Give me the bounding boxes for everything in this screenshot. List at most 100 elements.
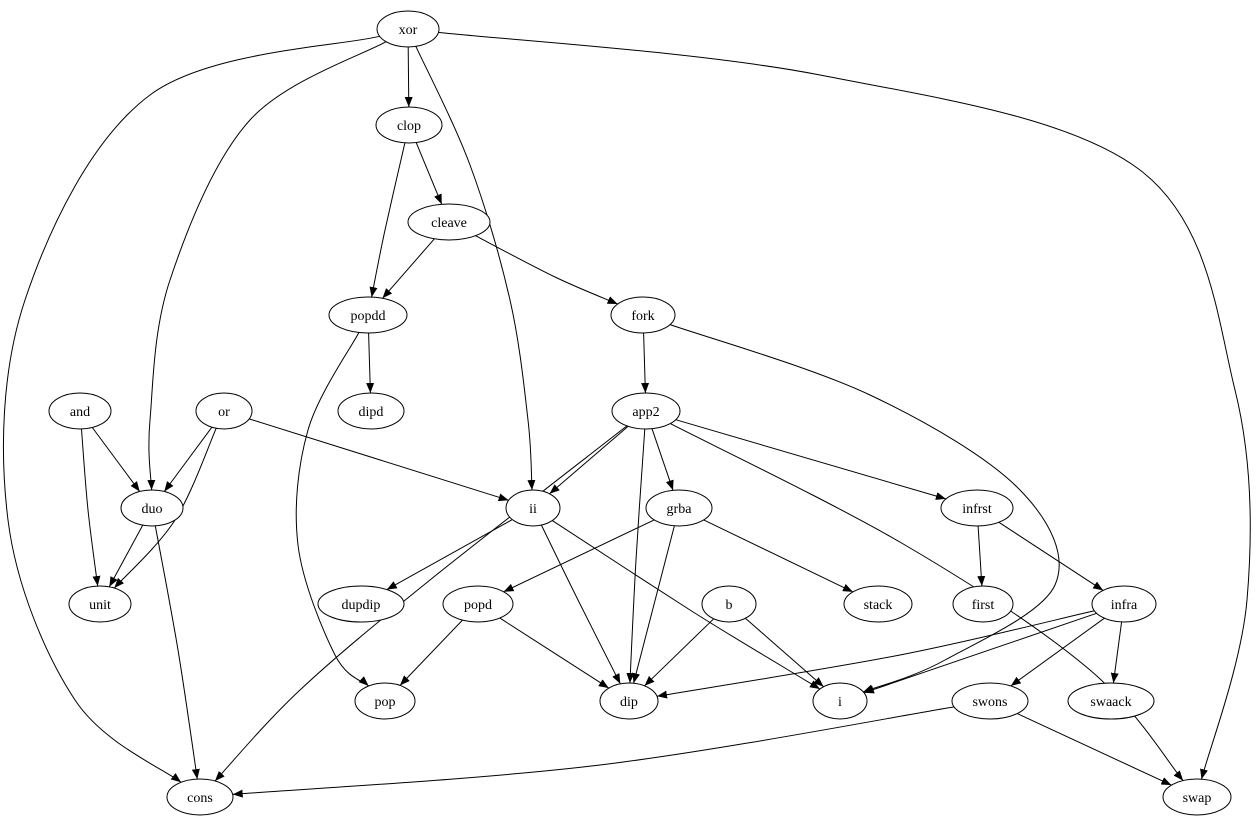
- node-first-shape: [952, 585, 1014, 623]
- node-xor-label: xor: [399, 23, 418, 38]
- node-app2: app2: [611, 392, 681, 430]
- edge-infrst-first: [977, 525, 986, 587]
- node-b-shape: [701, 585, 757, 623]
- node-fork-label: fork: [631, 309, 654, 324]
- edge-and-duo: [91, 427, 141, 492]
- node-cleave: cleave: [407, 203, 491, 241]
- edge-swons-cons: [232, 706, 955, 798]
- node-dip-shape: [599, 682, 659, 720]
- node-clop: clop: [375, 106, 443, 144]
- edge-xor-clop: [404, 46, 413, 108]
- node-cons-shape: [166, 778, 234, 816]
- edge-xor-ii: [415, 46, 536, 491]
- edge-infra-i: [863, 612, 1097, 694]
- edge-duo-unit: [108, 524, 144, 588]
- node-ii-label: ii: [529, 502, 537, 517]
- edge-popd-pop: [399, 619, 463, 686]
- node-popdd-shape: [328, 296, 408, 334]
- node-unit: unit: [68, 585, 132, 623]
- node-and-label: and: [70, 405, 90, 420]
- node-grba-shape: [645, 489, 713, 527]
- edge-infrst-infra: [998, 521, 1104, 591]
- edge-app2-dip: [626, 428, 646, 684]
- node-duo-shape: [120, 489, 184, 527]
- node-or: or: [195, 392, 253, 430]
- edge-or-duo: [163, 426, 213, 492]
- node-stack: stack: [843, 585, 913, 623]
- edge-b-dip: [644, 618, 715, 687]
- node-dupdip: dupdip: [317, 585, 405, 623]
- node-cleave-shape: [407, 203, 491, 241]
- node-ii-shape: [505, 489, 561, 527]
- node-i: i: [812, 682, 868, 720]
- edge-ii-dupdip: [386, 519, 513, 591]
- edge-xor-duo: [147, 41, 387, 491]
- node-infra: infra: [1091, 585, 1157, 623]
- node-app2-shape: [611, 392, 681, 430]
- node-infra-label: infra: [1111, 598, 1138, 613]
- edge-xor-cons: [2, 35, 380, 783]
- node-dupdip-label: dupdip: [342, 598, 381, 613]
- node-or-shape: [195, 392, 253, 430]
- node-infrst-shape: [940, 489, 1014, 527]
- edge-fork-app2: [641, 332, 650, 394]
- edge-infra-swaack: [1110, 621, 1123, 684]
- edge-infra-swons: [1010, 617, 1105, 687]
- node-popd-shape: [442, 585, 514, 623]
- edge-ii-i: [552, 520, 821, 690]
- node-or-label: or: [218, 405, 230, 420]
- node-popd: popd: [442, 585, 514, 623]
- node-pop-label: pop: [375, 695, 396, 710]
- node-popdd: popdd: [328, 296, 408, 334]
- node-and-shape: [48, 392, 112, 430]
- edge-ii-dip: [540, 524, 621, 685]
- edge-grba-stack: [703, 519, 854, 593]
- edge-app2-cons: [214, 425, 628, 782]
- edge-b-i: [745, 617, 824, 688]
- edge-grba-dip: [632, 525, 675, 684]
- node-dupdip-shape: [317, 585, 405, 623]
- edge-popd-dip: [499, 617, 610, 689]
- node-swons: swons: [951, 682, 1029, 720]
- node-duo-label: duo: [142, 502, 163, 517]
- node-swap-shape: [1162, 778, 1232, 816]
- edge-and-unit: [81, 428, 101, 587]
- edge-popdd-dipd: [366, 332, 375, 394]
- node-popdd-label: popdd: [351, 309, 386, 324]
- node-stack-shape: [843, 585, 913, 623]
- edge-fork-i: [669, 324, 1060, 693]
- edge-app2-ii: [549, 425, 629, 495]
- edge-app2-infrst: [675, 419, 947, 500]
- node-infrst: infrst: [940, 489, 1014, 527]
- edge-infra-dip: [656, 610, 1095, 699]
- node-duo: duo: [120, 489, 184, 527]
- node-swaack: swaack: [1067, 682, 1155, 720]
- node-app2-label: app2: [632, 405, 659, 420]
- node-infra-shape: [1091, 585, 1157, 623]
- node-cons-label: cons: [187, 791, 213, 806]
- edge-app2-grba: [651, 428, 674, 491]
- node-first-label: first: [972, 598, 995, 613]
- node-xor-shape: [376, 10, 440, 48]
- edge-xor-swap: [438, 31, 1251, 780]
- node-pop: pop: [354, 682, 416, 720]
- node-fork: fork: [610, 296, 676, 334]
- node-ii: ii: [505, 489, 561, 527]
- node-swap-label: swap: [1183, 791, 1212, 806]
- node-unit-shape: [68, 585, 132, 623]
- node-stack-label: stack: [864, 598, 893, 613]
- node-i-label: i: [838, 695, 842, 710]
- node-b-label: b: [726, 598, 733, 613]
- node-clop-shape: [375, 106, 443, 144]
- node-first: first: [952, 585, 1014, 623]
- node-cons: cons: [166, 778, 234, 816]
- edge-swons-swap: [1016, 713, 1172, 786]
- edge-or-ii: [249, 418, 509, 502]
- node-clop-label: clop: [397, 119, 421, 134]
- edge-cleave-popdd: [382, 238, 435, 299]
- node-swaack-shape: [1067, 682, 1155, 720]
- node-unit-label: unit: [89, 598, 111, 613]
- node-swaack-label: swaack: [1090, 695, 1131, 710]
